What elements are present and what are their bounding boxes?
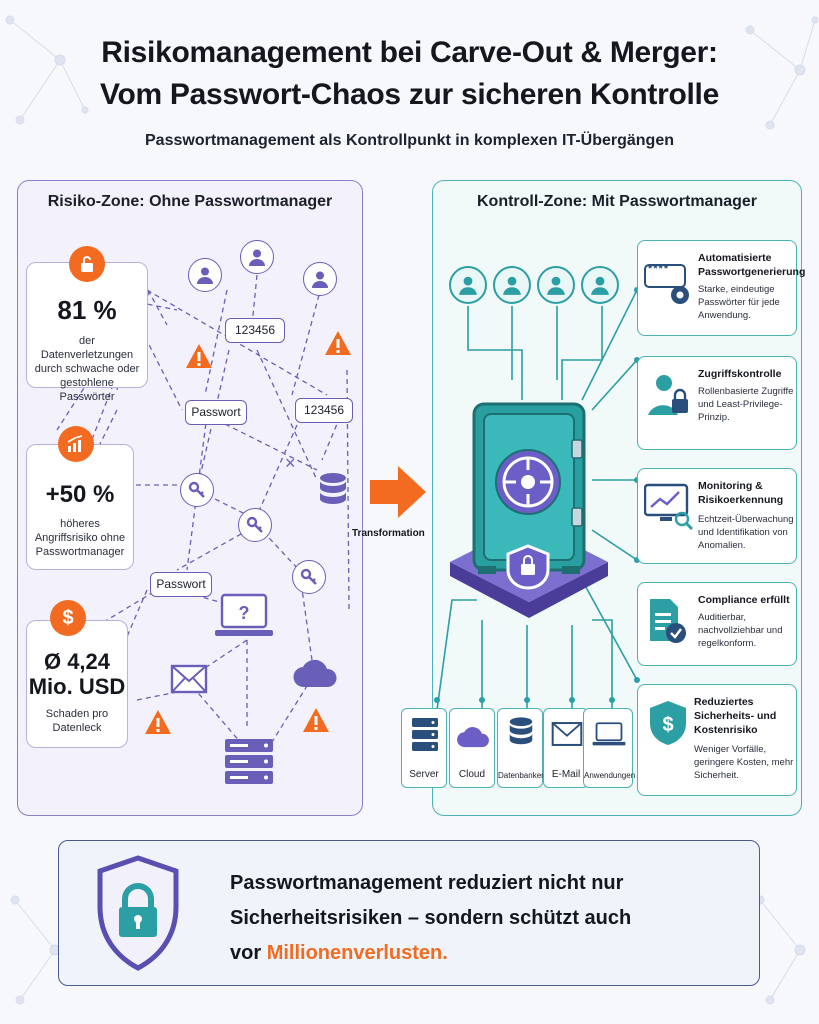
stat-value-attack-risk: +50 % xyxy=(45,481,115,508)
network-decoration-bottom-left xyxy=(10,895,61,1005)
warning-icon xyxy=(303,708,329,732)
mail-icon xyxy=(170,664,208,694)
feature-title: Monitoring & Risikoerkennung xyxy=(698,480,784,506)
banner-line-1: Passwortmanagement reduziert nicht nur xyxy=(230,872,624,894)
compliance-document-icon xyxy=(650,599,686,643)
target-email: E-Mail xyxy=(543,708,589,788)
server-icon xyxy=(225,739,273,784)
stat-card-damage: Ø 4,24 Mio. USD Schaden pro Datenleck xyxy=(26,620,128,748)
control-zone-title: Kontroll-Zone: Mit Passwortmanager xyxy=(476,193,758,210)
stat-value-breaches: 81 % xyxy=(57,295,117,325)
stat-card-breaches: 81 % der Datenverletzungen durch schwach… xyxy=(26,262,148,403)
transformation-arrow-icon xyxy=(370,466,426,518)
target-label: Server xyxy=(409,769,439,780)
shield-dollar-icon: $ xyxy=(650,701,686,745)
transformation-label: Transformation xyxy=(352,528,425,539)
user-lock-icon xyxy=(648,375,688,415)
user-icon xyxy=(449,266,487,304)
user-icon xyxy=(188,258,222,292)
user-icon xyxy=(581,266,619,304)
feature-card-access-control: Zugriffskontrolle Rollenbasierte Zugriff… xyxy=(637,356,797,450)
key-icon xyxy=(180,473,214,507)
mail-icon xyxy=(551,722,583,746)
page-title-line-2: Vom Passwort-Chaos zur sicheren Kontroll… xyxy=(100,78,719,111)
unlock-icon xyxy=(69,246,105,282)
network-decoration-top-left xyxy=(5,15,89,125)
database-icon xyxy=(320,473,346,504)
feature-title: Compliance erfüllt xyxy=(698,594,790,606)
growth-chart-icon xyxy=(58,426,94,462)
feature-desc: Rollenbasierte Zugriffe und Least-Privil… xyxy=(698,386,794,423)
stat-desc-attack-risk: höheres Angriffsrisiko ohne Passwortmana… xyxy=(34,518,126,558)
password-generation-icon xyxy=(644,264,689,304)
key-icon xyxy=(292,560,326,594)
weak-password-label: Passwort xyxy=(185,400,247,425)
warning-icon xyxy=(186,344,212,368)
laptop-question-icon: ? xyxy=(215,593,273,636)
stat-desc-damage: Schaden pro Datenleck xyxy=(45,708,109,734)
feature-title: Reduziertes Sicherheits- und Kostenrisik… xyxy=(694,696,777,736)
feature-desc: Echtzeit-Überwachung und Identifikation … xyxy=(698,514,794,551)
laptop-icon xyxy=(592,722,626,746)
target-label: Datenbanken xyxy=(498,771,546,780)
user-icon xyxy=(240,240,274,274)
stat-card-attack-risk: +50 % höheres Angriffsrisiko ohne Passwo… xyxy=(26,444,134,570)
network-decoration-top-right xyxy=(745,16,819,130)
server-icon xyxy=(412,718,438,751)
page-subtitle: Passwortmanagement als Kontrollpunkt in … xyxy=(145,132,674,149)
user-icon xyxy=(303,262,337,296)
password-vault-icon xyxy=(450,402,608,618)
shield-lock-icon xyxy=(97,855,179,971)
svg-text:$: $ xyxy=(662,714,673,736)
feature-card-password-generation: **** Automatisierte Passwortgenerierung … xyxy=(637,240,806,336)
password-mask: **** xyxy=(648,263,670,275)
weak-password-label: 123456 xyxy=(295,398,353,423)
feature-card-reduced-risk: $ Reduziertes Sicherheits- und Kostenris… xyxy=(637,684,797,796)
user-icon xyxy=(493,266,531,304)
target-databases: Datenbanken xyxy=(497,708,546,788)
svg-text:?: ? xyxy=(239,603,250,623)
database-icon xyxy=(509,717,533,745)
cloud-icon xyxy=(293,659,337,688)
weak-password-label: Passwort xyxy=(150,572,212,597)
target-label: Cloud xyxy=(458,769,486,780)
stat-value-damage-line-1: Ø 4,24 xyxy=(43,649,111,674)
stat-desc-breaches: der Datenverletzungen durch schwache ode… xyxy=(34,335,140,403)
target-server: Server xyxy=(401,708,447,788)
banner-line-2: Sicherheitsrisiken – sondern schützt auc… xyxy=(230,907,632,929)
user-icon xyxy=(537,266,575,304)
svg-text:×: × xyxy=(285,453,296,473)
dollar-icon: $ xyxy=(50,600,86,636)
risk-zone-title: Risiko-Zone: Ohne Passwortmanager xyxy=(47,193,333,210)
warning-icon xyxy=(325,331,351,355)
page-title-line-1: Risikomanagement bei Carve-Out & Merger: xyxy=(101,36,718,69)
stat-value-damage-line-2: Mio. USD xyxy=(28,674,126,699)
target-label: Anwendungen xyxy=(584,771,636,780)
cloud-icon xyxy=(457,727,489,748)
monitoring-icon xyxy=(644,483,694,531)
target-applications: Anwendungen xyxy=(583,708,636,788)
banner-highlight: Millionenverlusten. xyxy=(266,942,448,964)
feature-title: Automatisierte Passwortgenerierung xyxy=(698,252,806,278)
banner-line-3: vor Millionenverlusten. xyxy=(230,936,750,971)
warning-icon xyxy=(145,710,171,734)
feature-desc: Auditierbar, nachvollziehbar und regelko… xyxy=(698,612,783,649)
banner-line-3-prefix: vor xyxy=(230,942,267,964)
target-cloud: Cloud xyxy=(449,708,495,788)
target-label: E-Mail xyxy=(551,769,581,780)
weak-password-label: 123456 xyxy=(225,318,285,343)
feature-desc: Weniger Vorfälle, geringere Kosten, mehr… xyxy=(694,744,794,781)
key-icon xyxy=(238,508,272,542)
feature-card-compliance: Compliance erfüllt Auditierbar, nachvoll… xyxy=(637,582,797,666)
feature-card-monitoring: Monitoring & Risikoerkennung Echtzeit-Üb… xyxy=(637,468,797,564)
feature-title: Zugriffskontrolle xyxy=(698,368,782,380)
feature-desc: Starke, eindeutige Passwörter für jede A… xyxy=(698,284,780,321)
